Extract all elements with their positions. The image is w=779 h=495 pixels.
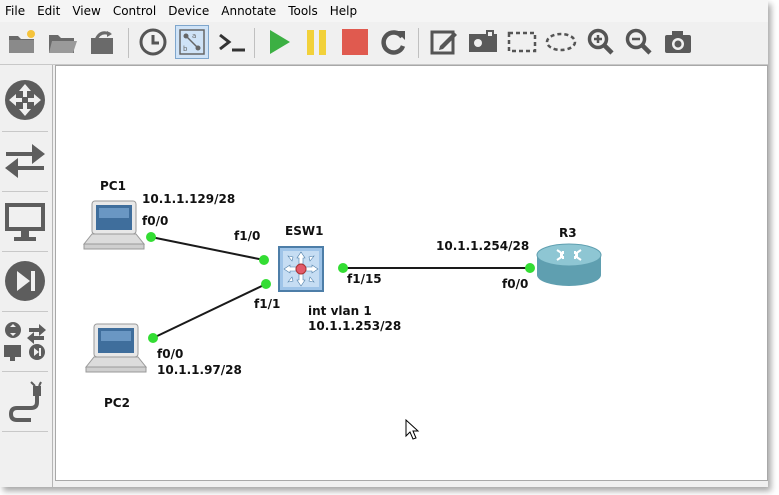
rectangle-icon (507, 31, 537, 53)
sidebar-separator (2, 131, 48, 132)
pc1-ip-label: 10.1.1.129/28 (142, 192, 236, 206)
sidebar-separator (2, 191, 48, 192)
link-pc2-esw1[interactable] (152, 283, 267, 339)
skip-forward-icon (5, 261, 45, 301)
link-pc1-esw1[interactable] (150, 236, 265, 261)
browse-end-devices-button[interactable] (2, 193, 48, 249)
stop-all-button[interactable] (338, 25, 372, 59)
menu-device[interactable]: Device (168, 4, 210, 18)
browse-security-devices-button[interactable] (2, 253, 48, 309)
router-icon (5, 80, 45, 120)
r3-ip-label: 10.1.1.254/28 (436, 239, 530, 253)
svg-text:b: b (183, 45, 188, 53)
pc2-name-label: PC2 (104, 396, 130, 410)
menu-annotate[interactable]: Annotate (221, 4, 277, 18)
pc1-device[interactable] (80, 200, 150, 258)
esw1-switch-device[interactable] (277, 245, 325, 293)
device-sidebar (0, 65, 53, 487)
play-icon (270, 30, 290, 54)
esw1-svi-label: int vlan 1 (308, 304, 372, 318)
r3-router-device[interactable] (535, 241, 605, 291)
pc2-ip-label: 10.1.1.97/28 (157, 363, 242, 377)
insert-image-button[interactable] (466, 25, 500, 59)
mouse-cursor-icon (405, 419, 420, 440)
add-note-button[interactable] (427, 25, 461, 59)
svg-text:a: a (192, 32, 196, 40)
open-project-button[interactable] (45, 25, 79, 59)
cable-icon (8, 381, 42, 422)
menu-view[interactable]: View (72, 4, 101, 18)
esw1-name-label: ESW1 (285, 224, 324, 238)
pc1-iface-label: f0/0 (142, 214, 169, 228)
esw1-svi-ip-label: 10.1.1.253/28 (308, 319, 402, 333)
save-icon (91, 31, 113, 54)
topology-canvas[interactable]: PC1 10.1.1.129/28 f0/0 f1/0 ESW1 f1/1 f1… (55, 65, 768, 481)
toolbar-separator (254, 28, 255, 58)
toolbar-separator (418, 28, 419, 58)
all-devices-icon (4, 322, 46, 361)
suspend-all-button[interactable] (300, 25, 334, 59)
interface-labels-icon: ab (179, 29, 205, 55)
open-folder-icon (49, 35, 77, 53)
menu-file[interactable]: File (5, 4, 26, 18)
zoom-in-button[interactable] (584, 25, 618, 59)
menu-bar: File Edit View Control Device Annotate T… (0, 0, 768, 22)
sidebar-separator (2, 311, 48, 312)
pause-icon (307, 30, 326, 55)
esw1-f1-1-label: f1/1 (254, 297, 281, 311)
sidebar-separator (2, 431, 48, 432)
draw-rectangle-button[interactable] (505, 25, 539, 59)
toolbar-separator (128, 28, 129, 58)
browse-switches-button[interactable] (2, 133, 48, 189)
browse-routers-button[interactable] (2, 72, 48, 128)
r3-name-label: R3 (559, 226, 577, 240)
draw-ellipse-button[interactable] (544, 25, 578, 59)
gns3-window: File Edit View Control Device Annotate T… (0, 0, 768, 487)
add-link-button[interactable] (2, 373, 48, 429)
edit-note-icon (430, 30, 457, 55)
image-icon (469, 30, 497, 52)
save-project-button[interactable] (85, 25, 119, 59)
zoom-in-icon (587, 28, 614, 55)
start-all-button[interactable] (262, 25, 296, 59)
pc2-device[interactable] (82, 323, 152, 381)
new-project-button[interactable] (5, 25, 39, 59)
menu-help[interactable]: Help (329, 4, 358, 18)
menu-edit[interactable]: Edit (37, 4, 61, 18)
pc2-iface-label: f0/0 (157, 347, 184, 361)
topology-links (150, 236, 530, 339)
monitor-icon (5, 203, 45, 241)
r3-iface-label: f0/0 (502, 277, 529, 291)
menu-tools[interactable]: Tools (288, 4, 318, 18)
browse-all-devices-button[interactable] (2, 313, 48, 369)
zoom-out-button[interactable] (622, 25, 656, 59)
console-all-button[interactable] (215, 25, 249, 59)
console-icon (219, 33, 245, 52)
menu-control[interactable]: Control (112, 4, 157, 18)
zoom-out-icon (625, 28, 652, 55)
pc1-name-label: PC1 (100, 179, 126, 193)
reload-icon (381, 30, 406, 55)
switch-arrows-icon (5, 144, 45, 178)
ellipse-icon (545, 32, 577, 52)
sidebar-separator (2, 251, 48, 252)
snapshot-button[interactable] (136, 25, 170, 59)
esw1-f1-0-label: f1/0 (234, 229, 261, 243)
screenshot-button[interactable] (661, 25, 695, 59)
camera-icon (665, 31, 691, 53)
sidebar-separator (2, 371, 48, 372)
stop-icon (342, 29, 368, 55)
clock-icon (139, 28, 167, 56)
new-folder-icon (9, 30, 35, 53)
reload-all-button[interactable] (376, 25, 410, 59)
esw1-f1-15-label: f1/15 (347, 272, 382, 286)
